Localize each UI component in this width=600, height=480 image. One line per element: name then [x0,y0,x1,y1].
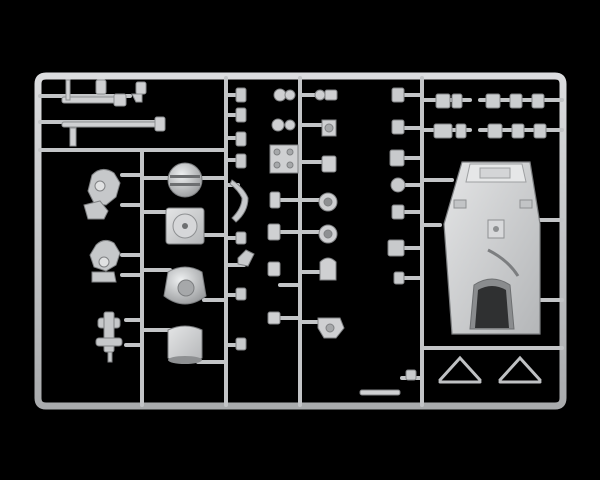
bracket-parts [229,87,255,351]
runners [38,76,564,407]
hatch-parts [433,93,547,139]
small-detail-parts [387,87,417,381]
drum-parts [163,162,207,364]
gun-barrel-parts [61,79,166,147]
hull-superstructure [443,161,541,335]
left-fittings [83,169,123,363]
sprocket-parts [267,88,401,396]
stand-parts [438,355,542,384]
sprue-frame [34,72,567,410]
